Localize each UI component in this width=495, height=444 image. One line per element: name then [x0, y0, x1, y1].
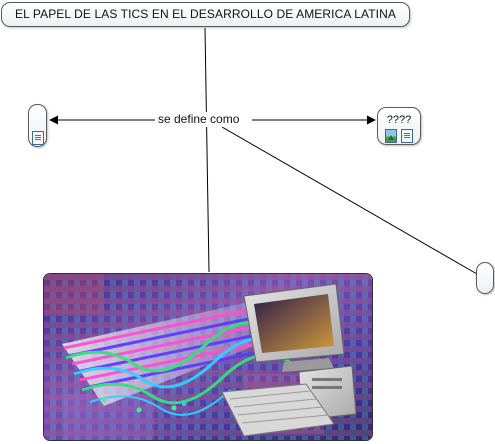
image-icon[interactable] [385, 129, 397, 143]
concept-node-right[interactable] [476, 262, 494, 294]
concept-node-left[interactable] [28, 104, 47, 147]
main-topic-label: EL PAPEL DE LAS TICS EN EL DESARROLLO DE… [15, 7, 396, 21]
concept-node-question[interactable]: ???? [377, 107, 421, 145]
document-icon[interactable] [32, 131, 44, 145]
main-topic-node[interactable]: EL PAPEL DE LAS TICS EN EL DESARROLLO DE… [1, 2, 410, 27]
linking-phrase[interactable]: se define como [155, 112, 243, 127]
document-icon[interactable] [401, 129, 413, 143]
computer-network-image[interactable] [43, 273, 373, 441]
line-title-to-image [204, 27, 210, 273]
line-to-right-concept [221, 126, 478, 275]
computer-network-illustration [44, 274, 372, 440]
concept-question-label: ???? [386, 114, 412, 126]
